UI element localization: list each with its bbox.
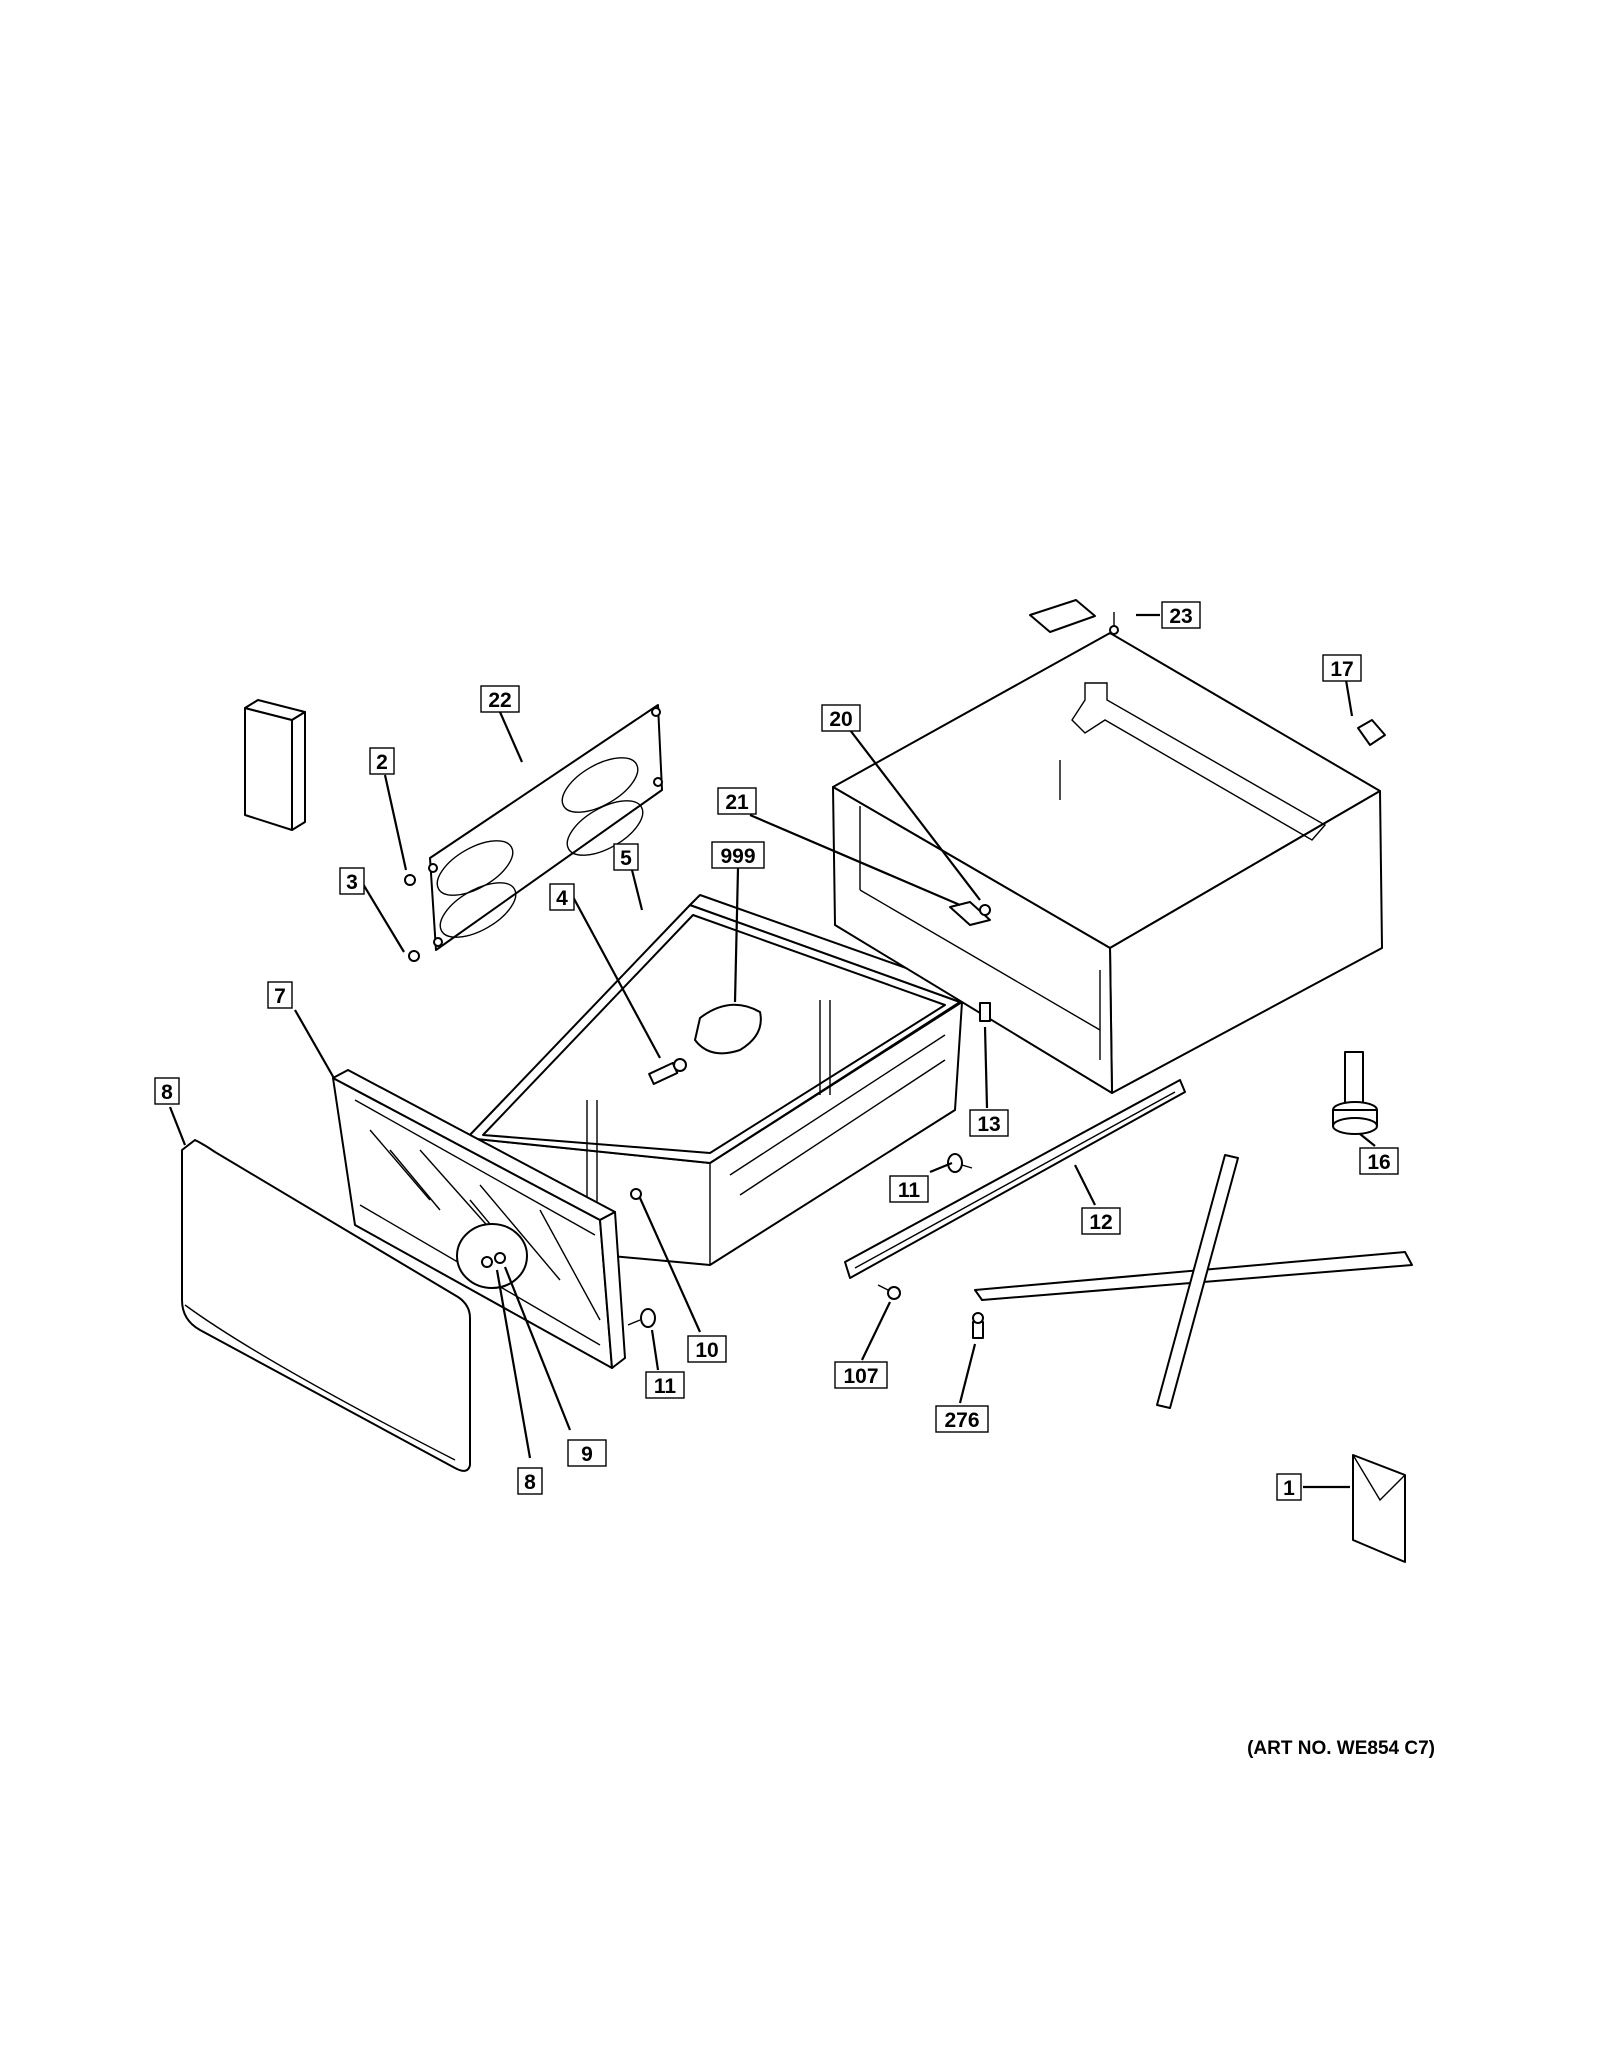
callout-11-lower: 11 <box>645 1371 685 1399</box>
drawer-tub <box>466 894 969 1266</box>
callout-1-text: 1 <box>1283 1477 1295 1500</box>
callout-16-text: 16 <box>1367 1151 1390 1174</box>
callout-16: 16 <box>1359 1147 1399 1175</box>
callout-23-text: 23 <box>1169 605 1192 628</box>
callout-999-text: 999 <box>720 845 755 868</box>
drawer-front-panel <box>181 1139 471 1472</box>
screw-part-10 <box>630 1188 642 1200</box>
leveling-leg <box>1332 1051 1378 1135</box>
screw-part-11-upper <box>947 1153 973 1173</box>
callout-4-text: 4 <box>556 887 568 910</box>
clip-part-2 <box>404 874 416 886</box>
callout-276: 276 <box>935 1405 989 1433</box>
callout-10-right-text: 10 <box>695 1339 718 1362</box>
callout-20-text: 20 <box>829 708 852 731</box>
callout-17: 17 <box>1322 654 1362 682</box>
callout-7: 7 <box>267 981 293 1009</box>
literature-envelope <box>1352 1454 1406 1563</box>
callout-7-text: 7 <box>274 985 286 1008</box>
screw-part-20 <box>979 904 991 916</box>
callout-13: 13 <box>969 1109 1009 1137</box>
callout-3: 3 <box>339 867 365 895</box>
callout-11-upper-text: 11 <box>898 1179 921 1202</box>
screw-part-11-lower <box>627 1308 656 1328</box>
callout-9: 8 <box>517 1467 543 1495</box>
screw-part-23 <box>1109 612 1119 635</box>
callout-10-left: 9 <box>567 1439 607 1467</box>
callout-3-text: 3 <box>346 871 358 894</box>
callout-17-text: 17 <box>1330 658 1353 681</box>
callout-276-text: 276 <box>944 1409 979 1432</box>
callout-8: 8 <box>154 1077 180 1105</box>
slide-rail <box>844 1079 1186 1279</box>
callout-10-left-text: 9 <box>581 1443 593 1466</box>
callout-999: 999 <box>711 841 765 869</box>
callout-23: 23 <box>1161 601 1201 629</box>
callout-5-text: 5 <box>620 847 632 870</box>
callout-9-text: 8 <box>524 1471 536 1494</box>
callout-2: 2 <box>369 747 395 775</box>
callout-20: 20 <box>821 704 861 732</box>
callout-21: 21 <box>717 787 757 815</box>
callout-21-text: 21 <box>725 791 749 814</box>
callout-11-upper: 11 <box>889 1175 929 1203</box>
callout-13-text: 13 <box>977 1113 1000 1136</box>
callout-12-text: 12 <box>1089 1211 1112 1234</box>
callout-8-text: 8 <box>161 1081 173 1104</box>
callout-2-text: 2 <box>376 751 388 774</box>
callout-22: 22 <box>480 685 520 713</box>
screw-part-9 <box>481 1252 506 1268</box>
literature-booklet <box>244 699 306 831</box>
cross-brace <box>974 1154 1413 1409</box>
art-number-note: (ART NO. WE854 C7) <box>1247 1738 1435 1759</box>
bracket-part-21 <box>949 901 991 926</box>
screw-part-107 <box>877 1284 901 1300</box>
callout-22-text: 22 <box>488 689 511 712</box>
callout-107: 107 <box>834 1361 888 1389</box>
callout-4: 4 <box>549 883 575 911</box>
leader-lines <box>168 613 1376 1489</box>
clip-part-17 <box>1357 719 1386 746</box>
callout-12: 12 <box>1081 1207 1121 1235</box>
screw-part-276 <box>972 1312 984 1339</box>
pedestal-cabinet <box>832 632 1383 1094</box>
clip-part-3 <box>408 950 420 962</box>
callout-107-text: 107 <box>843 1365 878 1388</box>
callout-5: 5 <box>613 843 639 871</box>
callout-11-lower-text: 11 <box>654 1375 677 1398</box>
callout-1: 1 <box>1276 1473 1302 1501</box>
pad-part-23 <box>1029 599 1096 633</box>
callout-10-right: 10 <box>687 1335 727 1363</box>
back-panel <box>428 704 663 951</box>
drawer-front-frame <box>332 1069 626 1369</box>
screw-part-13 <box>979 1002 991 1022</box>
screw-part-4 <box>648 1058 687 1085</box>
